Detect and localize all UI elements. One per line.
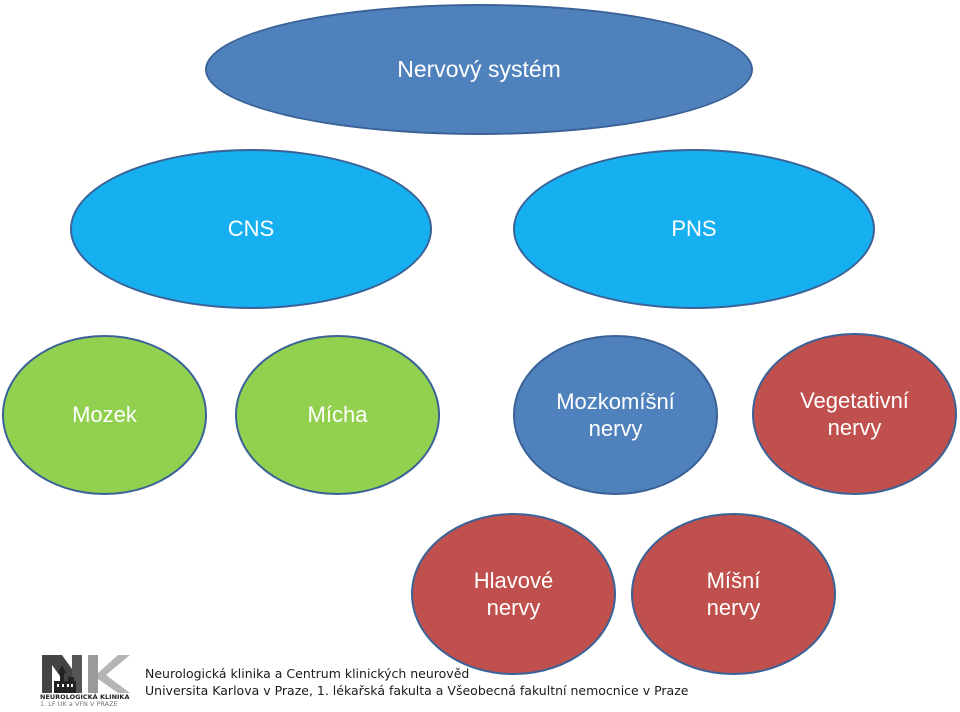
cranial-nerves-node: Hlavové nervy [411, 513, 616, 675]
spinal-label-line1: Míšní [706, 567, 761, 593]
footer-line2: Universita Karlova v Praze, 1. lékařská … [145, 682, 689, 698]
spinal-label-line2: nervy [706, 595, 761, 620]
vegetative-nerves-node: Vegetativní nervy [752, 333, 957, 495]
cns-label: CNS [227, 216, 275, 242]
pns-label: PNS [671, 216, 717, 242]
clinic-logo-subtitle: 1. LF UK a VFN V PRAZE [40, 700, 118, 709]
root-node-label: Nervový systém [397, 56, 561, 83]
craniospinal-nerves-node: Mozkomíšní nervy [513, 335, 718, 495]
cranial-label-line2: nervy [486, 595, 541, 620]
root-node-nervous-system: Nervový systém [205, 4, 753, 135]
cns-node: CNS [70, 149, 432, 309]
vegetative-label-line1: Vegetativní [800, 387, 909, 413]
vegetative-label-line2: nervy [827, 415, 882, 440]
craniospinal-label-line1: Mozkomíšní [556, 388, 675, 414]
clinic-logo [42, 655, 130, 693]
footer-credits: Neurologická klinika a Centrum klinickýc… [145, 666, 688, 700]
spinal-cord-node: Mícha [235, 335, 440, 495]
cranial-label-line1: Hlavové [473, 567, 554, 593]
footer-line1: Neurologická klinika a Centrum klinickýc… [145, 666, 470, 681]
craniospinal-label-line2: nervy [588, 416, 643, 441]
brain-node: Mozek [2, 335, 207, 495]
pns-node: PNS [513, 149, 875, 309]
brain-label: Mozek [72, 402, 137, 428]
clinic-logo-title: NEUROLOGICKÁ KLINIKA [40, 693, 130, 701]
spinal-cord-label: Mícha [307, 402, 368, 428]
spinal-nerves-node: Míšní nervy [631, 513, 836, 675]
clinic-logo-caption: NEUROLOGICKÁ KLINIKA 1. LF UK a VFN V PR… [40, 693, 140, 709]
